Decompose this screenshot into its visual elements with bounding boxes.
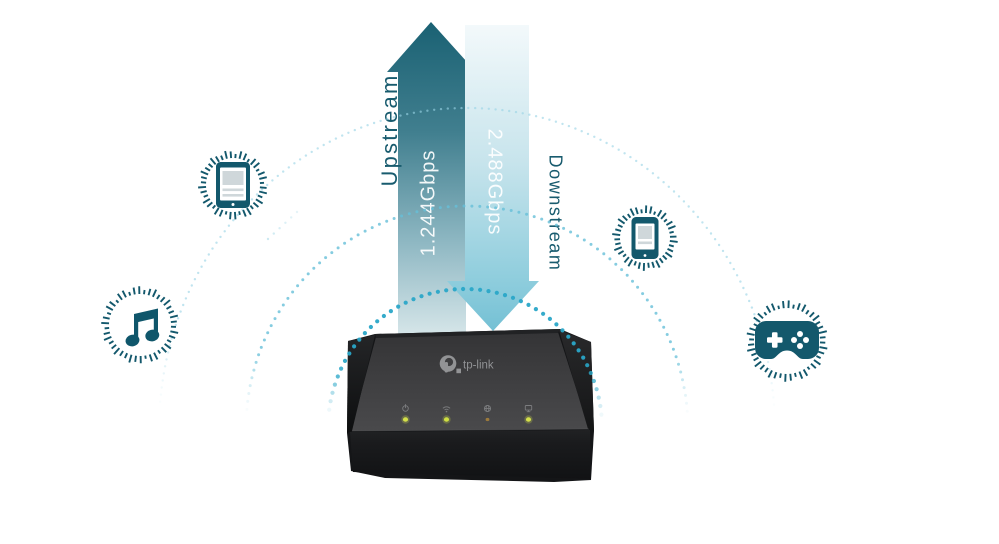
internet-icon <box>483 404 492 413</box>
tick-ring <box>612 205 678 271</box>
game-controller-icon <box>755 321 819 359</box>
device-icon-music <box>90 275 190 375</box>
power-icon <box>402 404 409 412</box>
power-led <box>402 417 409 422</box>
device-icon-tablet <box>183 135 283 235</box>
router-body <box>347 329 594 482</box>
router-leds <box>401 415 533 424</box>
device-icon-smartphone <box>595 188 695 288</box>
tp-link-logo: tp-link <box>439 355 494 374</box>
brand-text: tp-link <box>463 360 494 372</box>
device-icon-gamepad <box>737 291 837 391</box>
tick-ring <box>198 150 268 220</box>
downstream-arrow <box>447 25 539 331</box>
tick-ring <box>746 300 828 382</box>
upstream-arrow <box>387 22 476 338</box>
wifi-icon <box>442 406 451 413</box>
lan-led <box>525 417 532 422</box>
smartphone-icon <box>631 217 659 259</box>
router-status-icons <box>402 404 533 413</box>
music-note-icon <box>125 308 160 347</box>
tablet-icon <box>216 162 250 208</box>
lan-icon <box>524 405 533 413</box>
wifi-led <box>443 417 450 422</box>
internet-led <box>485 417 490 422</box>
tick-ring <box>101 286 179 364</box>
